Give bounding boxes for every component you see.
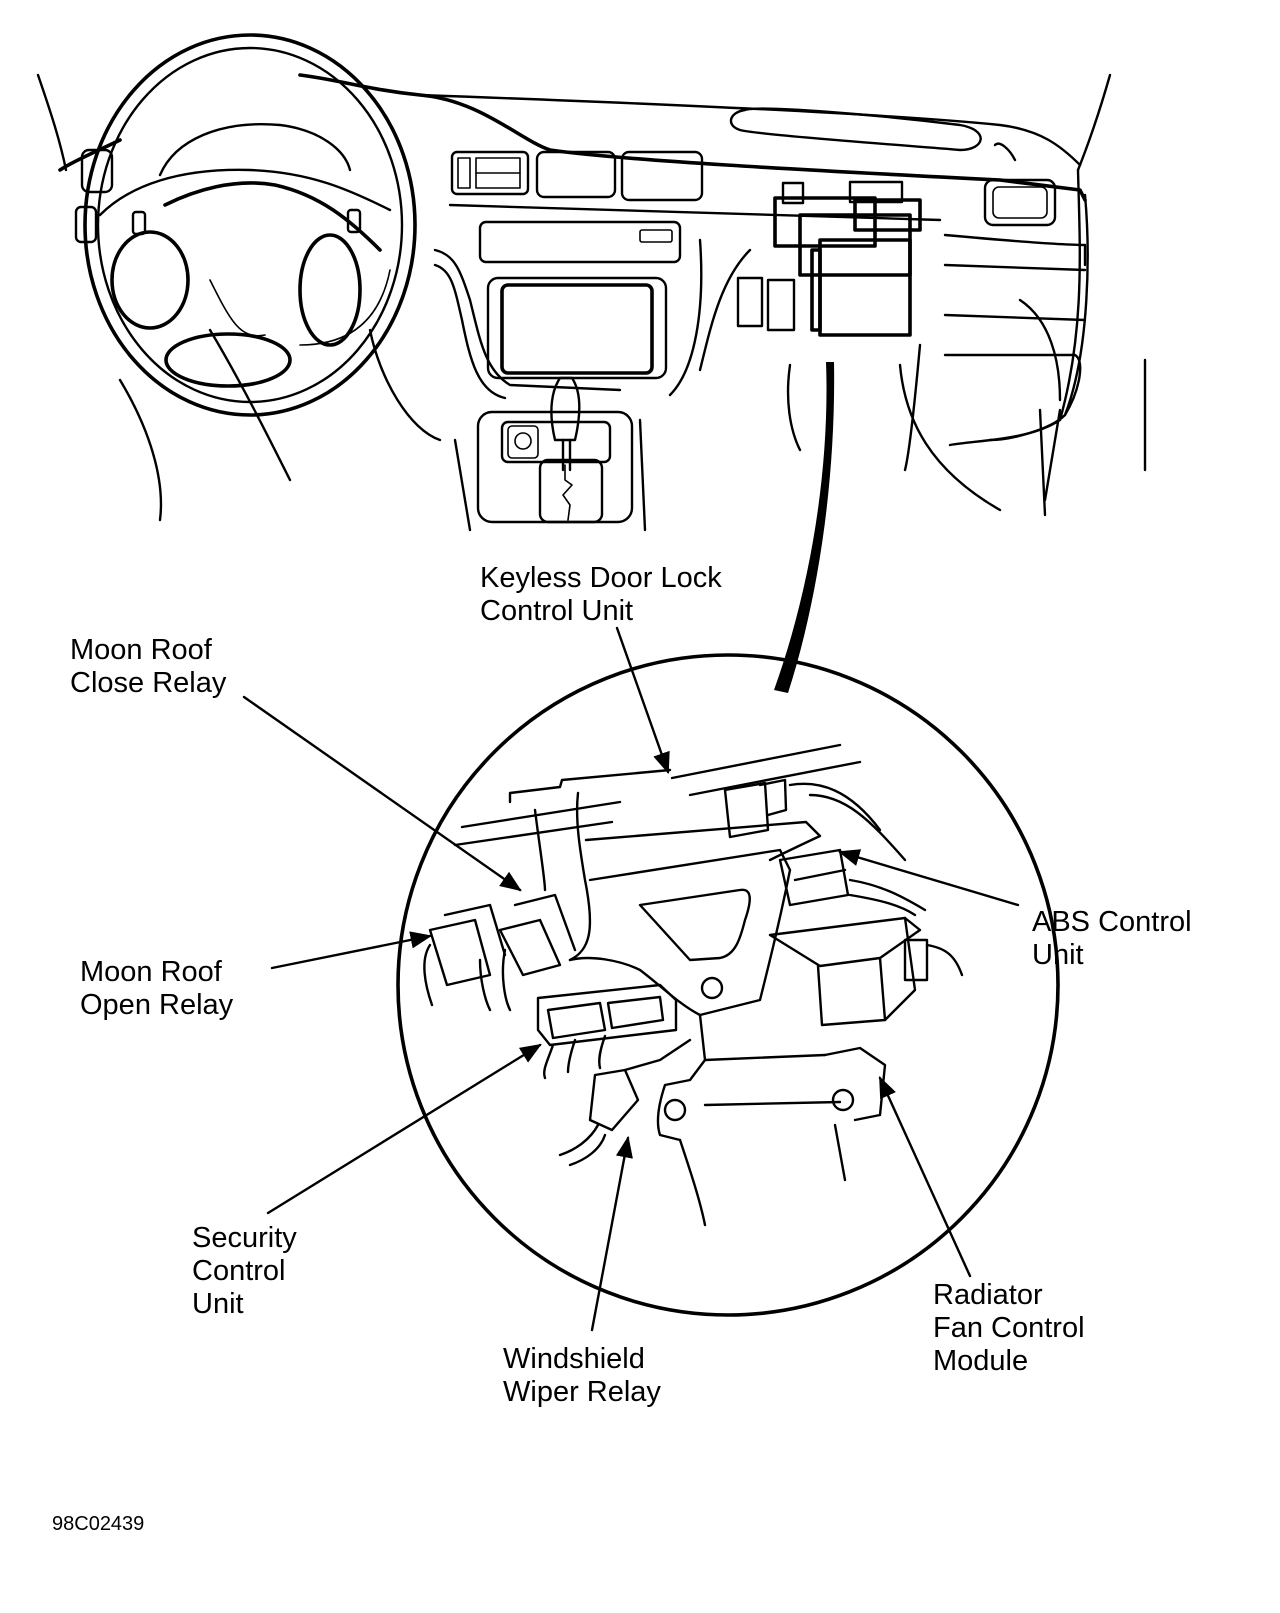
control-unit-cluster <box>736 180 922 337</box>
label-abs-control-unit: ABS Control Unit <box>1032 906 1192 971</box>
leader-keyless <box>615 626 670 775</box>
label-moon-roof-open-relay: Moon Roof Open Relay <box>80 956 234 1021</box>
leader-security <box>266 1043 542 1215</box>
leader-wiper <box>590 1135 633 1332</box>
label-radiator-fan-control-module: Radiator Fan Control Module <box>933 1279 1085 1377</box>
leader-radiator <box>878 1076 972 1278</box>
callout-leaders <box>242 626 1020 1332</box>
label-security-control-unit: Security Control Unit <box>192 1222 297 1320</box>
dashboard-illustration <box>36 33 1147 693</box>
label-windshield-wiper-relay: Windshield Wiper Relay <box>503 1343 661 1408</box>
label-moon-roof-close-relay: Moon Roof Close Relay <box>70 634 227 699</box>
leader-abs <box>837 849 1020 907</box>
magnification-leader <box>774 362 835 693</box>
magnified-inset <box>396 653 1060 1317</box>
steering-wheel <box>83 33 417 417</box>
leader-moon-open <box>270 931 433 970</box>
figure-code: 98C02439 <box>52 1513 145 1535</box>
leader-moon-close <box>242 695 522 892</box>
label-keyless-door-lock-control-unit: Keyless Door Lock Control Unit <box>480 562 722 627</box>
